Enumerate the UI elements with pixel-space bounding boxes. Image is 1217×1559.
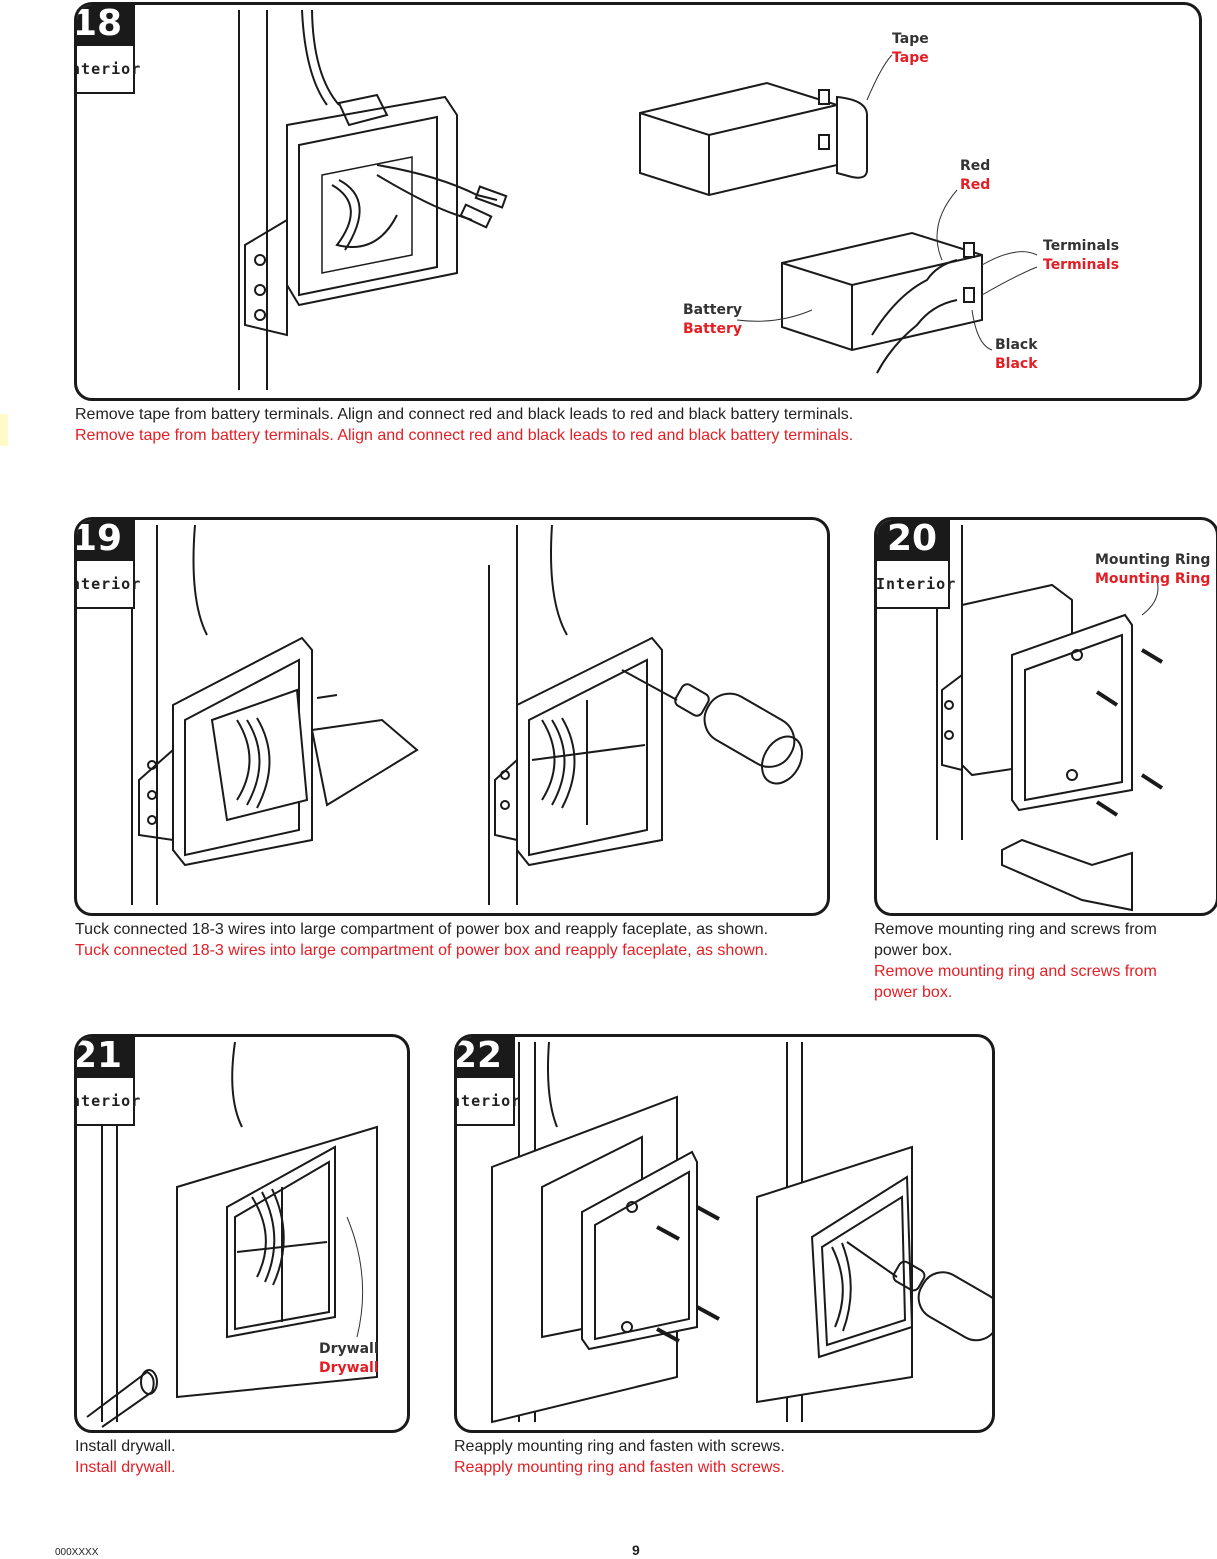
step-22-panel: 22 Interior [454,1034,995,1433]
step-21-caption: Install drywall.Install drywall. [75,1438,176,1476]
step-19-panel: 19 Interior [74,517,830,916]
step-location-tag: Interior [77,561,140,609]
step-18-caption: Remove tape from battery terminals. Alig… [75,406,854,444]
step-location-tag: Interior [77,46,140,94]
step-number: 21 [77,1037,135,1078]
step-20-illustration [936,525,1164,912]
step-location-tag: Interior [457,1078,520,1126]
step-number: 19 [77,520,135,561]
step-22-illustration [491,1041,992,1424]
step-18-illustration [238,9,1038,390]
step-20-caption: Remove mounting ring and screws from pow… [874,921,1157,1001]
step-19-caption: Tuck connected 18-3 wires into large com… [75,921,769,959]
step-number: 18 [77,5,135,46]
step-location-tag: Interior [877,561,955,609]
step-number: 22 [457,1037,515,1078]
step-19-illustration [131,524,803,905]
step-number: 20 [877,520,950,561]
step-21-illustration [86,1041,378,1428]
margin-highlight [0,414,8,446]
step-22-caption: Reapply mounting ring and fasten with sc… [454,1438,785,1476]
page-number: 9 [632,1542,640,1558]
document-code: 000XXXX [55,1547,99,1558]
step-location-tag: Interior [77,1078,140,1126]
